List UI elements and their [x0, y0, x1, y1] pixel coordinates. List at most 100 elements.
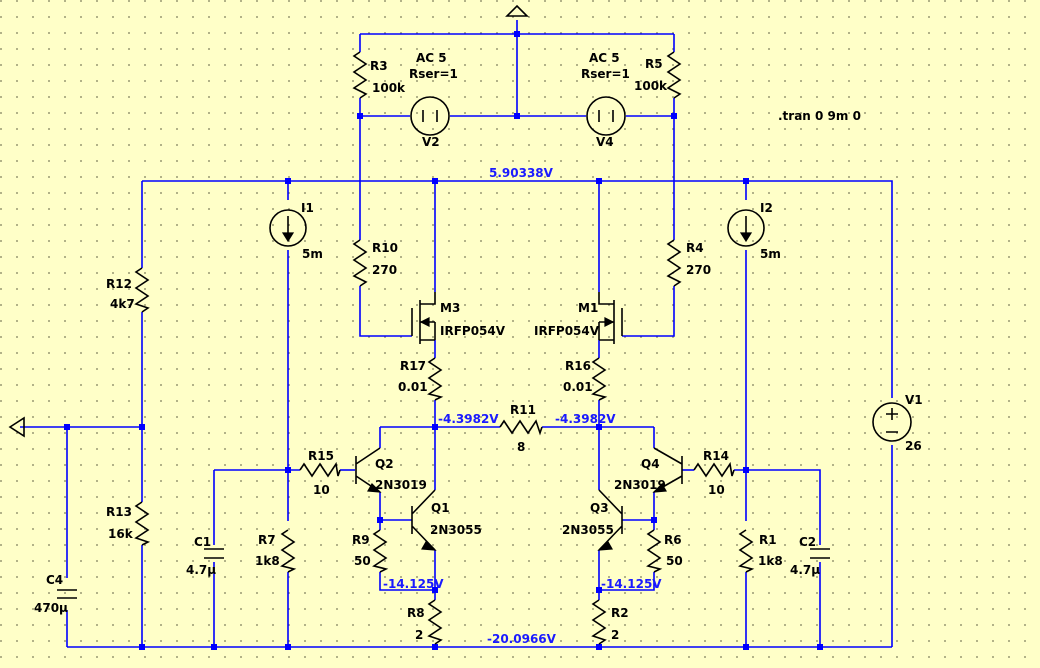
r3-resistor[interactable] — [352, 51, 368, 99]
c4-capacitor[interactable] — [57, 589, 77, 599]
r16-resistor[interactable] — [591, 357, 608, 401]
r6-value: 50 — [666, 554, 683, 568]
ground-flag-icon[interactable] — [505, 4, 529, 17]
r16-value: 0.01 — [563, 380, 593, 394]
net-ground-rail-label: -20.0966V — [487, 632, 557, 646]
v2-extra: Rser=1 — [409, 67, 458, 81]
r2-resistor[interactable] — [591, 599, 607, 645]
r17-name: R17 — [400, 359, 426, 373]
r10-resistor[interactable] — [352, 239, 368, 287]
r16-name: R16 — [565, 359, 591, 373]
r11-resistor[interactable] — [499, 419, 543, 436]
r8-value: 2 — [415, 628, 423, 642]
r7-name: R7 — [258, 533, 276, 547]
v1-value: 26 — [905, 439, 922, 453]
r15-value: 10 — [313, 483, 330, 497]
net-voltage-labels: 5.90338V -4.3982V -4.3982V -14.125V -14.… — [383, 166, 662, 646]
net-emit-right-label: -14.125V — [601, 577, 662, 591]
r1-value: 1k8 — [758, 554, 783, 568]
net-out-left-label: -4.3982V — [438, 412, 499, 426]
r12-resistor[interactable] — [134, 267, 150, 313]
net-out-right-label: -4.3982V — [555, 412, 616, 426]
r6-name: R6 — [664, 533, 682, 547]
component-labels: R3 100k R5 100k AC 5 Rser=1 V2 AC 5 Rser… — [34, 51, 923, 642]
q1-value: 2N3055 — [430, 523, 482, 537]
m1-name: M1 — [578, 301, 598, 315]
r4-name: R4 — [686, 241, 704, 255]
c1-value: 4.7µ — [186, 563, 216, 577]
r4-resistor[interactable] — [666, 239, 682, 287]
i2-value: 5m — [760, 247, 781, 261]
v4-voltage-source[interactable] — [586, 96, 626, 136]
v2-name: V2 — [422, 135, 440, 149]
r12-value: 4k7 — [110, 297, 135, 311]
i1-name: I1 — [301, 201, 314, 215]
r2-value: 2 — [611, 628, 619, 642]
r2-name: R2 — [611, 606, 629, 620]
r14-resistor[interactable] — [693, 461, 735, 478]
r8-resistor[interactable] — [427, 599, 443, 645]
q4-value: 2N3019 — [614, 478, 666, 492]
r7-value: 1k8 — [255, 554, 280, 568]
wires — [20, 20, 893, 648]
ground-flag-icon[interactable] — [8, 416, 25, 438]
c2-capacitor[interactable] — [810, 548, 830, 559]
net-supply-label: 5.90338V — [489, 166, 554, 180]
v1-name: V1 — [905, 393, 923, 407]
q3-transistor[interactable] — [597, 489, 623, 551]
q4-name: Q4 — [641, 457, 660, 471]
c1-name: C1 — [194, 535, 211, 549]
i1-current-source[interactable] — [269, 209, 307, 247]
v2-voltage-source[interactable] — [410, 96, 450, 136]
c1-capacitor[interactable] — [204, 548, 224, 559]
c4-value: 470µ — [34, 601, 68, 615]
m1-value: IRFP054V — [534, 324, 600, 338]
m3-mosfet[interactable] — [411, 292, 436, 344]
r3-name: R3 — [370, 59, 388, 73]
r14-value: 10 — [708, 483, 725, 497]
i2-name: I2 — [760, 201, 773, 215]
q1-transistor[interactable] — [411, 489, 437, 551]
r7-resistor[interactable] — [280, 529, 297, 573]
r9-resistor[interactable] — [372, 529, 389, 573]
r5-value: 100k — [634, 79, 668, 93]
v2-value: AC 5 — [416, 51, 447, 65]
r17-value: 0.01 — [398, 380, 428, 394]
r1-name: R1 — [759, 533, 777, 547]
r5-resistor[interactable] — [666, 51, 682, 99]
r13-resistor[interactable] — [134, 501, 151, 546]
q1-name: Q1 — [431, 501, 450, 515]
r11-name: R11 — [510, 403, 536, 417]
r14-name: R14 — [703, 449, 729, 463]
r5-name: R5 — [645, 57, 663, 71]
c2-name: C2 — [799, 535, 816, 549]
m3-name: M3 — [440, 301, 460, 315]
v1-voltage-source[interactable] — [872, 402, 912, 442]
r17-resistor[interactable] — [427, 357, 444, 401]
q2-transistor[interactable] — [355, 447, 382, 493]
junction-dots — [64, 31, 823, 650]
m1-mosfet[interactable] — [598, 292, 623, 344]
r6-resistor[interactable] — [646, 529, 663, 573]
r13-value: 16k — [108, 527, 134, 541]
tran-directive: .tran 0 9m 0 — [778, 109, 861, 123]
m3-value: IRFP054V — [440, 324, 506, 338]
r13-name: R13 — [106, 505, 132, 519]
r1-resistor[interactable] — [738, 529, 755, 573]
r9-value: 50 — [354, 554, 371, 568]
r9-name: R9 — [352, 533, 370, 547]
r15-resistor[interactable] — [299, 461, 341, 478]
v4-value: AC 5 — [589, 51, 620, 65]
i2-current-source[interactable] — [727, 209, 765, 247]
q2-value: 2N3019 — [375, 478, 427, 492]
net-emit-left-label: -14.125V — [383, 577, 444, 591]
i1-value: 5m — [302, 247, 323, 261]
r10-value: 270 — [372, 263, 397, 277]
q4-transistor[interactable] — [652, 447, 683, 493]
r11-value: 8 — [517, 440, 525, 454]
c2-value: 4.7µ — [790, 563, 820, 577]
r3-value: 100k — [372, 81, 406, 95]
v4-extra: Rser=1 — [581, 67, 630, 81]
